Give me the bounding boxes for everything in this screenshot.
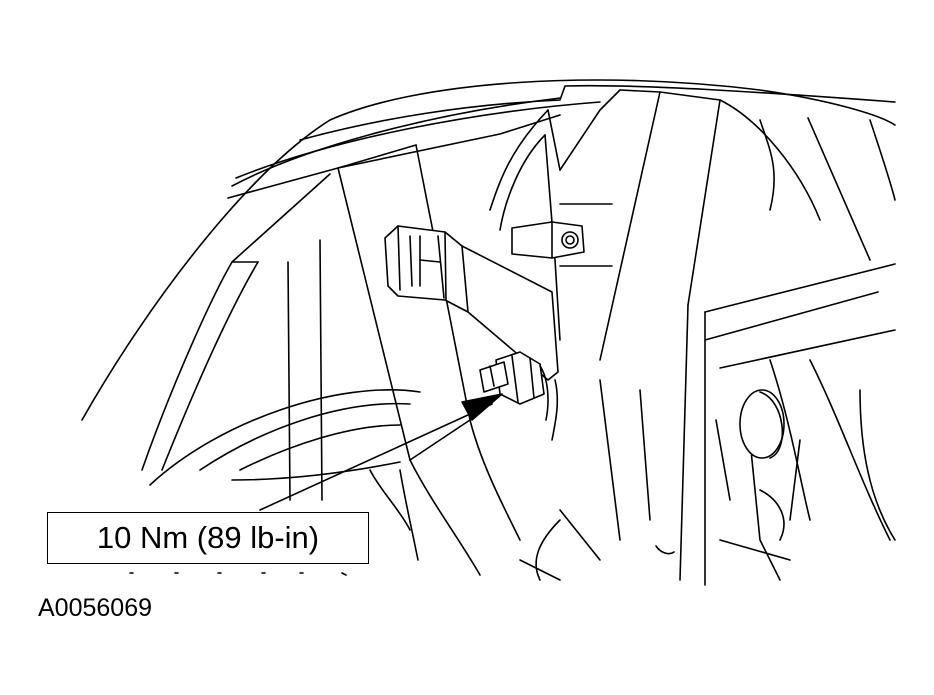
dotted-base-line xyxy=(129,572,347,576)
figure-id-label: A0056069 xyxy=(38,594,153,622)
plug-grommet xyxy=(739,389,785,459)
roof-outline xyxy=(81,79,896,421)
torque-value-label: 10 Nm (89 lb-in) xyxy=(96,520,320,555)
torque-callout-box: 10 Nm (89 lb-in) xyxy=(47,512,369,564)
upper-bracket xyxy=(511,203,613,267)
right-panel xyxy=(679,99,896,586)
bolt xyxy=(479,351,559,441)
leader-arrow xyxy=(259,393,503,511)
lower-details xyxy=(519,379,785,581)
b-pillar xyxy=(337,144,521,576)
belt-guide-bracket xyxy=(384,225,559,381)
left-trim-panel xyxy=(141,173,421,561)
